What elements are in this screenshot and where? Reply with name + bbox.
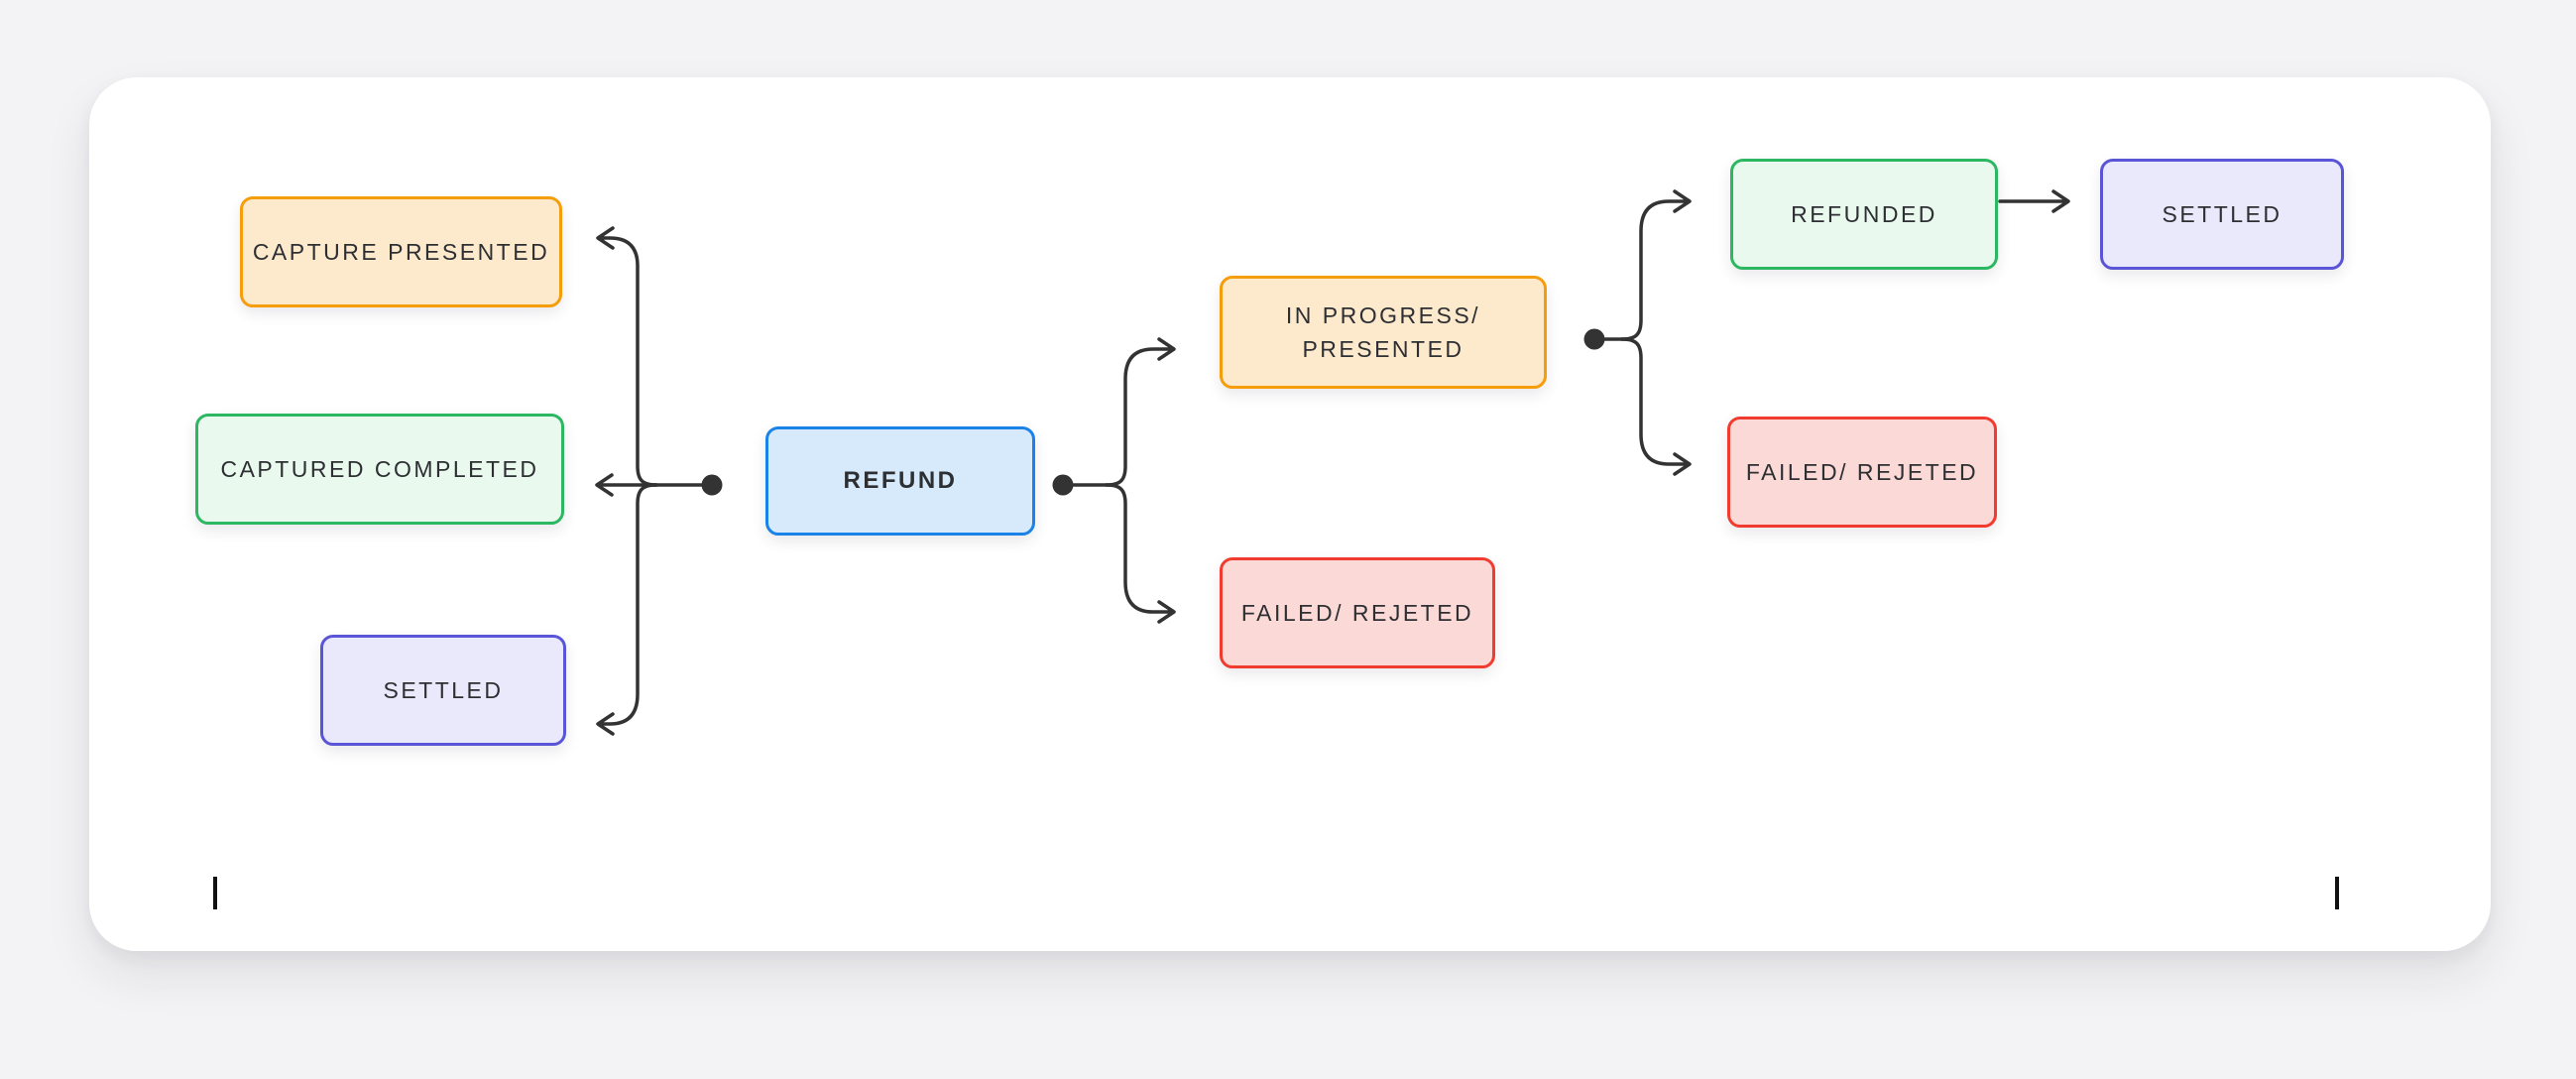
- edge-refund-to-right-states: [1052, 337, 1176, 624]
- node-label: REFUNDED: [1791, 200, 1937, 227]
- node-failed-rejected-center[interactable]: FAILED/ REJETED: [1220, 557, 1495, 668]
- node-refunded[interactable]: REFUNDED: [1730, 159, 1998, 270]
- node-label: SETTLED: [2162, 200, 2283, 227]
- node-label: FAILED/ REJETED: [1745, 458, 1979, 485]
- node-failed-rejected-right[interactable]: FAILED/ REJETED: [1727, 417, 1997, 528]
- junction-dot-refund-right: [1052, 474, 1074, 496]
- node-label: CAPTURE PRESENTED: [252, 238, 550, 265]
- node-label: FAILED/ REJETED: [1240, 599, 1474, 626]
- node-label: CAPTURED COMPLETED: [220, 455, 539, 482]
- node-settled-left[interactable]: SETTLED: [320, 635, 566, 746]
- node-label: REFUND: [843, 467, 958, 494]
- node-capture-presented[interactable]: CAPTURE PRESENTED: [240, 196, 562, 307]
- node-label: SETTLED: [383, 676, 504, 703]
- edge-refund-to-left-states: [595, 226, 723, 736]
- node-in-progress-presented[interactable]: IN PROGRESS/ PRESENTED: [1220, 276, 1547, 389]
- node-refund[interactable]: REFUND: [765, 426, 1035, 536]
- node-label-line1: IN PROGRESS/: [1285, 301, 1481, 328]
- edge-refunded-to-settled: [1998, 189, 2070, 213]
- node-captured-completed[interactable]: CAPTURED COMPLETED: [195, 414, 564, 525]
- junction-dot-left: [701, 474, 723, 496]
- node-label-line2: PRESENTED: [1302, 336, 1464, 362]
- text-cursor-mark-right: [2335, 877, 2339, 909]
- node-settled-right[interactable]: SETTLED: [2100, 159, 2344, 270]
- edge-inprogress-to-outcomes: [1583, 189, 1692, 476]
- junction-dot-inprogress: [1583, 328, 1605, 350]
- text-cursor-mark-left: [213, 877, 217, 909]
